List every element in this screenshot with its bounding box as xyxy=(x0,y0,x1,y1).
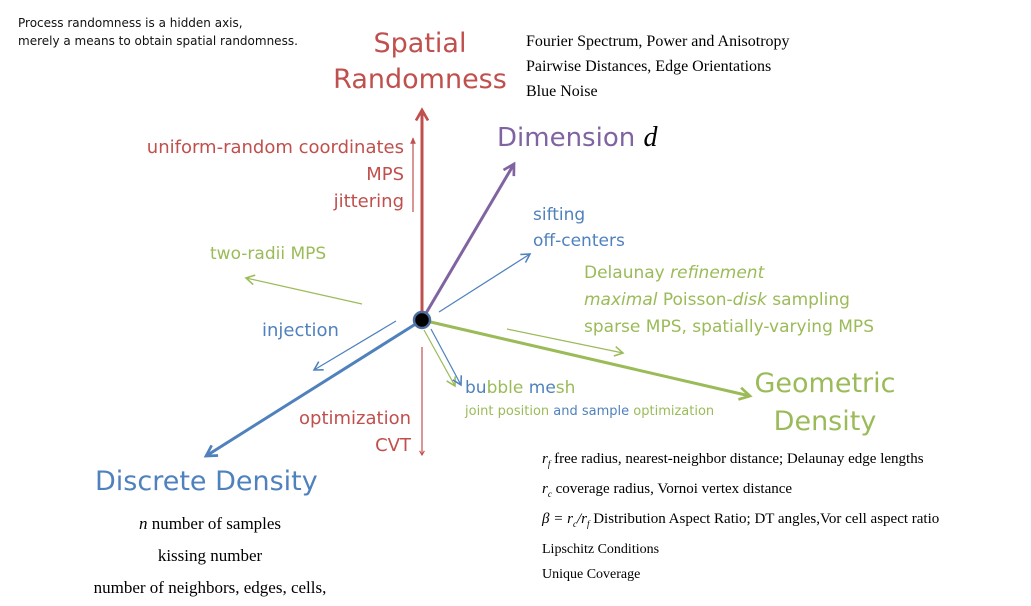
text-span: coverage radius, Vornoi vertex distance xyxy=(551,481,793,497)
process-randomness-note: Process randomness is a hidden axis, mer… xyxy=(18,14,298,50)
discrete-density-title: Discrete Density xyxy=(95,466,318,497)
spatial-metric: Blue Noise xyxy=(526,83,598,100)
text-span: number of samples xyxy=(147,514,282,533)
text-span: /r xyxy=(576,511,587,527)
text-span: me xyxy=(528,378,556,398)
spatial-metric: Pairwise Distances, Edge Orientations xyxy=(526,58,772,75)
geometric-method: Delaunay refinement xyxy=(584,260,874,287)
spatial-method: MPS xyxy=(366,164,404,185)
geometric-method: maximal Poisson-disk sampling xyxy=(584,287,874,314)
cvt-label: CVT xyxy=(375,435,411,456)
spatial-method: jittering xyxy=(333,191,404,212)
text-span: le xyxy=(508,378,529,398)
spatial-methods: uniform-random coordinates MPS jittering xyxy=(120,134,404,215)
spatial-method: uniform-random coordinates xyxy=(146,137,404,158)
bubble-blue-arrow xyxy=(430,328,463,387)
subscript: c xyxy=(572,519,577,529)
two-radii-mps-label: two-radii MPS xyxy=(210,244,327,264)
text-span: and sample xyxy=(553,404,634,419)
subscript: f xyxy=(547,459,551,469)
neighbors-metric: number of neighbors, edges, cells, xyxy=(93,578,327,597)
geometric-methods-arrow xyxy=(506,328,625,357)
dimension-methods: sifting off-centers xyxy=(533,202,625,254)
spatial-title-line-2: Randomness xyxy=(333,64,507,95)
dimension-axis xyxy=(420,161,516,321)
rf-metric: rf free radius, nearest-neighbor distanc… xyxy=(542,447,939,477)
text-span: disk xyxy=(732,290,767,310)
dimension-title-text: Dimension xyxy=(497,123,636,153)
text-span: optimization xyxy=(633,404,715,419)
injection-label: injection xyxy=(262,320,339,341)
beta-symbol: β = r xyxy=(542,511,573,527)
geometric-title-line-1: Geometric xyxy=(754,368,896,399)
dimension-title: Dimension d xyxy=(497,122,657,154)
beta-metric: β = rc/rf Distribution Aspect Ratio; DT … xyxy=(542,507,939,537)
text-span: bb xyxy=(486,378,509,398)
geometric-title-line-2: Density xyxy=(773,406,877,437)
n-metric: n number of samples xyxy=(60,508,360,540)
spatial-randomness-title: Spatial Randomness xyxy=(330,26,510,98)
text-span: s xyxy=(555,378,565,398)
sifting-arrow xyxy=(438,253,532,313)
spatial-title-line-1: Spatial xyxy=(373,28,467,59)
text-span: Delaunay xyxy=(584,263,671,283)
text-span: maximal xyxy=(584,290,658,310)
text-span: sampling xyxy=(766,290,850,310)
n-symbol: n xyxy=(138,514,148,533)
optimization-methods: optimization CVT xyxy=(280,405,411,459)
geometric-density-title: Geometric Density xyxy=(740,365,910,441)
rf-symbol: r xyxy=(542,451,548,467)
kissing-metric: kissing number xyxy=(157,546,263,565)
discrete-metrics: n number of samples kissing number numbe… xyxy=(60,508,360,604)
joint-optimization-label: joint position and sample optimization xyxy=(465,404,714,419)
bubble-green-arrow xyxy=(423,329,456,388)
text-span: h xyxy=(564,378,576,398)
geometric-metrics: rf free radius, nearest-neighbor distanc… xyxy=(542,447,939,587)
spatial-metrics: Fourier Spectrum, Power and Anisotropy P… xyxy=(526,29,790,104)
lipschitz-metric: Lipschitz Conditions xyxy=(542,542,660,557)
geometric-methods: Delaunay refinement maximal Poisson-disk… xyxy=(584,260,874,341)
text-span: Poisson- xyxy=(657,290,733,310)
geometric-density-axis xyxy=(421,318,753,401)
dimension-symbol: d xyxy=(643,122,658,153)
rc-symbol: r xyxy=(542,481,548,497)
text-span: Distribution Aspect Ratio; DT angles,Vor… xyxy=(589,511,940,527)
origin-node xyxy=(412,310,432,330)
rc-metric: rc coverage radius, Vornoi vertex distan… xyxy=(542,477,939,507)
discrete-density-axis xyxy=(203,318,423,458)
unique-coverage-metric: Unique Coverage xyxy=(542,567,641,582)
two-radii-arrow xyxy=(244,274,363,305)
note-line-1: Process randomness is a hidden axis, xyxy=(18,16,243,30)
bubble-mesh-label: bubble mesh xyxy=(465,378,575,398)
optimization-label: optimization xyxy=(299,408,411,429)
subscript: c xyxy=(547,489,552,499)
sifting-label: sifting xyxy=(533,205,586,225)
injection-arrow xyxy=(312,320,397,371)
spatial-metric: Fourier Spectrum, Power and Anisotropy xyxy=(526,33,790,50)
text-span: refinement xyxy=(670,263,765,283)
geometric-method: sparse MPS, spatially-varying MPS xyxy=(584,317,874,337)
note-line-2: merely a means to obtain spatial randomn… xyxy=(18,34,298,48)
off-centers-label: off-centers xyxy=(533,231,625,251)
text-span: free radius, nearest-neighbor distance; … xyxy=(550,451,924,467)
text-span: bu xyxy=(465,378,487,398)
subscript: f xyxy=(586,519,590,529)
text-span: joint position xyxy=(465,404,554,419)
